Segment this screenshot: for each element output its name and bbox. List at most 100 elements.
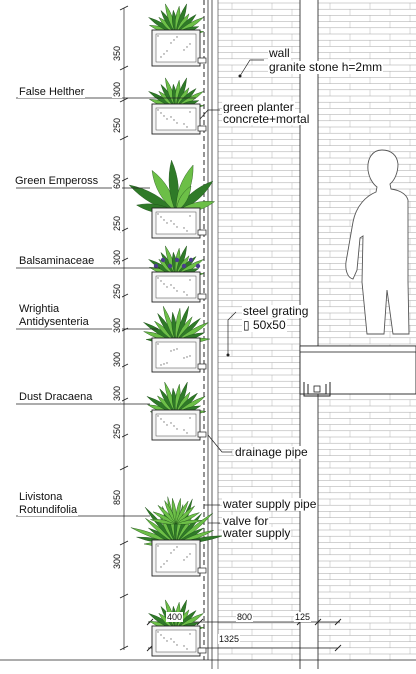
soil-speck bbox=[183, 645, 185, 647]
leader-grating-dot bbox=[226, 353, 230, 357]
planter-soil bbox=[155, 629, 197, 653]
soil-speck bbox=[183, 49, 185, 51]
dimension-250: 250 bbox=[112, 116, 122, 134]
soil-speck bbox=[183, 227, 185, 229]
soil-speck bbox=[170, 42, 172, 44]
vertical-dimension-tick bbox=[119, 65, 129, 71]
dimension-125: 125 bbox=[294, 612, 312, 622]
dimension-300: 300 bbox=[112, 552, 122, 570]
floor-edge-bracket bbox=[303, 382, 331, 397]
drain-outlet bbox=[197, 431, 207, 438]
flower bbox=[167, 263, 173, 269]
plant-label-livistona: Livistona bbox=[18, 491, 64, 503]
planter-soil bbox=[155, 33, 197, 63]
soil-speck bbox=[189, 215, 191, 217]
soil-speck bbox=[173, 39, 175, 41]
soil-speck bbox=[176, 546, 178, 548]
planter-top bbox=[147, 3, 207, 67]
soil-speck bbox=[157, 35, 159, 37]
soil-speck bbox=[173, 425, 175, 427]
soil-speck bbox=[160, 112, 162, 114]
soil-speck bbox=[170, 350, 172, 352]
soil-speck bbox=[173, 641, 175, 643]
annotation-steel-grating: steel grating bbox=[242, 304, 310, 318]
soil-speck bbox=[157, 213, 159, 215]
soil-speck bbox=[186, 432, 188, 434]
soil-speck bbox=[186, 126, 188, 128]
drain-outlet bbox=[197, 567, 207, 574]
flower bbox=[188, 257, 194, 263]
planter-livistona bbox=[130, 496, 224, 577]
planter-soil bbox=[155, 107, 197, 131]
dimension-300: 300 bbox=[112, 80, 122, 98]
horizontal-dimension-tick bbox=[314, 618, 322, 626]
soil-speck bbox=[183, 291, 185, 293]
soil-speck bbox=[170, 220, 172, 222]
soil-speck bbox=[170, 638, 172, 640]
horizontal-dimension-tick bbox=[334, 618, 342, 626]
soil-speck bbox=[186, 648, 188, 650]
soil-speck bbox=[183, 123, 185, 125]
soil-speck bbox=[189, 279, 191, 281]
soil-speck bbox=[176, 644, 178, 646]
soil-speck bbox=[160, 364, 162, 366]
annotation-granite-stone: granite stone h=2mm bbox=[268, 60, 384, 74]
vertical-dimension-tick bbox=[119, 465, 129, 471]
plant-label-dust-dracaena: Dust Dracaena bbox=[18, 391, 94, 403]
soil-speck bbox=[157, 631, 159, 633]
soil-speck bbox=[170, 422, 172, 424]
plant-label-leaders bbox=[16, 97, 196, 517]
dimension-400: 400 bbox=[166, 612, 184, 622]
soil-speck bbox=[166, 118, 168, 120]
soil-speck bbox=[176, 348, 178, 350]
vertical-dimension-tick bbox=[119, 5, 129, 11]
horizontal-dimension-tick bbox=[334, 644, 342, 652]
soil-speck bbox=[186, 556, 188, 558]
soil-speck bbox=[183, 559, 185, 561]
planter-soil bbox=[155, 413, 197, 437]
plant-label-false-heather: False Helther bbox=[18, 86, 86, 98]
annotation-concrete-mortal: concrete+mortal bbox=[222, 112, 311, 126]
plant-label-rotundifolia: Rotundifolia bbox=[18, 504, 79, 516]
planter-soil bbox=[155, 211, 197, 235]
soil-speck bbox=[173, 287, 175, 289]
soil-speck bbox=[157, 109, 159, 111]
dimension-350: 350 bbox=[112, 44, 122, 62]
planter-soil bbox=[155, 543, 197, 573]
soil-speck bbox=[166, 424, 168, 426]
soil-speck bbox=[157, 545, 159, 547]
horizontal-dimension-tick bbox=[196, 618, 204, 626]
soil-speck bbox=[189, 553, 191, 555]
soil-speck bbox=[183, 429, 185, 431]
slab-upper-rail bbox=[299, 345, 416, 353]
planter-dust-dracaena bbox=[146, 381, 207, 441]
dimension-300: 300 bbox=[112, 384, 122, 402]
dimension-300: 300 bbox=[112, 350, 122, 368]
annotation-green-planter: green planter bbox=[222, 100, 295, 114]
planter-modules bbox=[128, 3, 224, 657]
flower bbox=[174, 257, 180, 263]
soil-speck bbox=[163, 283, 165, 285]
soil-speck bbox=[160, 634, 162, 636]
soil-speck bbox=[166, 286, 168, 288]
soil-speck bbox=[173, 223, 175, 225]
vertical-dimension-tick bbox=[119, 135, 129, 141]
drain-outlet bbox=[197, 363, 207, 370]
soil-speck bbox=[173, 119, 175, 121]
soil-speck bbox=[176, 290, 178, 292]
soil-speck bbox=[170, 116, 172, 118]
soil-speck bbox=[163, 363, 165, 365]
soil-speck bbox=[176, 428, 178, 430]
soil-speck bbox=[170, 284, 172, 286]
annotation-drainage-pipe: drainage pipe bbox=[234, 445, 309, 459]
drain-outlet bbox=[197, 229, 207, 236]
soil-speck bbox=[163, 219, 165, 221]
annotation-valve-for: valve for bbox=[222, 514, 270, 528]
soil-speck bbox=[163, 637, 165, 639]
dimension-300: 300 bbox=[112, 248, 122, 266]
soil-speck bbox=[166, 50, 168, 52]
planter-green-emperor bbox=[128, 159, 216, 239]
planter-wrightia bbox=[142, 306, 211, 373]
soil-speck bbox=[160, 566, 162, 568]
